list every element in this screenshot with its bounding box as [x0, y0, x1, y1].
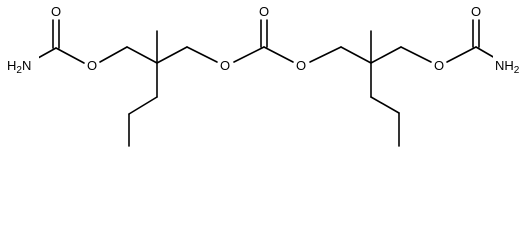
atom-o-carbonyl-right: O — [471, 4, 481, 19]
bond-ch2c-cq2 — [340, 46, 372, 64]
bond-ch2d-o4 — [400, 46, 432, 63]
bond-o3-ch2c — [309, 46, 342, 63]
atom-o-ether-4: O — [434, 58, 444, 73]
atom-o-ether-1: O — [87, 58, 97, 73]
bond-cq1-ch2b — [156, 46, 188, 64]
atom-o-ether-2: O — [220, 58, 230, 73]
bond-c3-n — [475, 46, 496, 59]
atom-nh2-left-sub: 2 — [16, 65, 22, 76]
bond-c1-n — [37, 47, 57, 59]
atom-o-carbonyl-left: O — [51, 4, 61, 19]
atom-nh2-right: NH2 — [495, 58, 520, 76]
atom-o-carbonyl-center: O — [259, 4, 269, 19]
bond-lines — [37, 19, 496, 147]
bond-o2-c2 — [233, 46, 265, 63]
bond-o1-ch2 — [99, 46, 128, 63]
atom-labels: O H2N O O O O O O NH2 — [5, 3, 527, 76]
chemical-structure: O H2N O O O O O O NH2 — [5, 3, 527, 147]
bond-o4-c3 — [446, 46, 477, 63]
atom-nh2-left-h: H — [7, 58, 16, 73]
atom-nh2-left-n: N — [22, 58, 31, 73]
bond-ch2b-o2 — [186, 46, 218, 63]
bond-cq2-ch2d — [370, 46, 402, 64]
atom-nh2-left: H2N — [7, 58, 31, 76]
bond-propyl2-2 — [370, 96, 400, 114]
atom-nh2-right-n: NH — [495, 58, 514, 73]
atom-o-ether-3: O — [296, 58, 306, 73]
bond-c1-o-ether — [55, 47, 85, 64]
bond-c2-o3 — [263, 46, 294, 63]
bond-propyl-2 — [128, 96, 158, 115]
bond-ch2-cq1 — [126, 46, 158, 64]
atom-nh2-right-sub: 2 — [514, 65, 520, 76]
